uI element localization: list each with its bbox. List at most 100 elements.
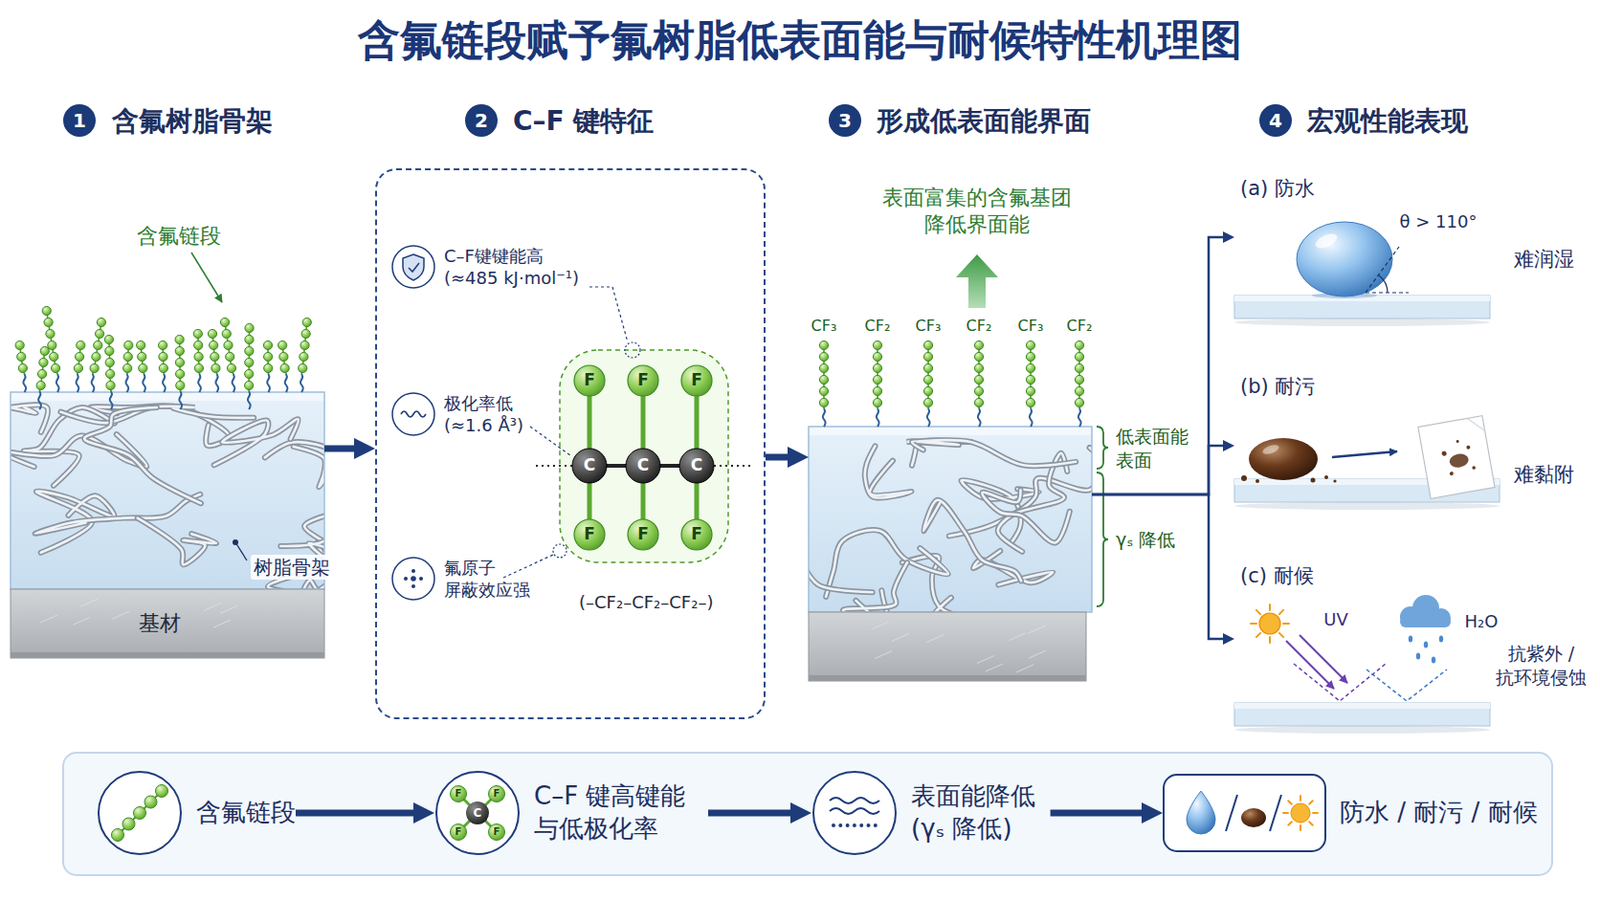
fluorine-atom bbox=[627, 365, 659, 397]
substrate-texture bbox=[1016, 665, 1034, 673]
fluoro-chain bbox=[89, 317, 107, 393]
fluorine-bead bbox=[819, 375, 828, 384]
resin-chain bbox=[981, 489, 1069, 543]
fluorine-atom bbox=[488, 824, 506, 842]
resin-chain-highlight bbox=[265, 442, 325, 488]
fluoro-chain bbox=[15, 340, 27, 393]
sun-ray bbox=[1309, 800, 1313, 805]
repelled-water bbox=[1366, 669, 1447, 702]
sun-icon bbox=[1250, 604, 1289, 644]
energy-wave bbox=[829, 798, 880, 804]
wave-symbol bbox=[400, 411, 426, 418]
surface-plate bbox=[1234, 703, 1490, 727]
dirt-speck bbox=[1311, 478, 1316, 484]
chain-backbone bbox=[117, 791, 162, 836]
fluorine-bead bbox=[93, 340, 103, 350]
shield-dot bbox=[403, 577, 408, 581]
fluorine-bead bbox=[39, 357, 48, 367]
diagram-title: 含氟链段赋予氟树脂低表面能与耐候特性机理图 bbox=[0, 15, 1600, 67]
substrate bbox=[808, 612, 1087, 682]
surface-dot bbox=[838, 823, 843, 828]
fluorine-bead bbox=[1074, 352, 1084, 361]
fluorine-bead bbox=[175, 334, 184, 344]
panel-heading: (b) 耐污 bbox=[1240, 374, 1315, 400]
bond-feature-box: C–F键键能高 (≈485 kJ·mol⁻¹)极化率低 (≈1.6 Å³)氟原子… bbox=[375, 168, 766, 720]
fluoro-chain bbox=[974, 340, 983, 427]
fluorine-bead bbox=[225, 352, 235, 361]
fluorine-bead bbox=[96, 317, 106, 327]
substrate-texture bbox=[40, 615, 58, 623]
bracket bbox=[1096, 426, 1109, 469]
bracket bbox=[1096, 472, 1109, 607]
fluorine-bead bbox=[923, 340, 933, 350]
atom-symbol: F bbox=[583, 524, 596, 545]
fluorine-bead bbox=[974, 340, 983, 350]
water-drop bbox=[1186, 791, 1216, 835]
atom-symbol: F bbox=[583, 370, 596, 391]
resin-chain-highlight bbox=[911, 440, 1076, 467]
resin-chain-highlight bbox=[214, 419, 299, 466]
tissue-sheet bbox=[1418, 416, 1495, 500]
fluorine-bead bbox=[301, 329, 311, 338]
feature-icon bbox=[392, 393, 435, 436]
fluorine-bead bbox=[175, 346, 184, 356]
leader-line bbox=[530, 426, 571, 456]
check-symbol bbox=[408, 263, 420, 272]
fluorine-bead bbox=[45, 329, 55, 338]
section-badge bbox=[465, 104, 498, 137]
substrate-texture bbox=[213, 620, 231, 628]
resin-chain-highlight bbox=[865, 445, 912, 498]
fluorine-bead bbox=[193, 329, 202, 338]
substrate-texture bbox=[80, 599, 98, 607]
sun-disc bbox=[1259, 613, 1281, 635]
group-formula: CF₂ bbox=[865, 316, 891, 336]
fluorine-bead bbox=[923, 363, 933, 373]
fluorine-bead bbox=[1025, 352, 1035, 361]
fluorine-atom bbox=[681, 365, 712, 397]
atom-symbol: F bbox=[637, 524, 649, 545]
coating-block: 树脂骨架 bbox=[10, 392, 325, 590]
stain-speck bbox=[1455, 440, 1459, 444]
fluorine-bead bbox=[176, 380, 185, 390]
fluorine-bead bbox=[244, 323, 254, 333]
sun-ray bbox=[1256, 633, 1261, 638]
section-heading: C–F 键特征 bbox=[512, 104, 654, 138]
fluorine-bead bbox=[211, 363, 221, 373]
group-formula: CF₃ bbox=[915, 316, 942, 336]
sun-ray bbox=[1279, 633, 1284, 638]
atom-symbol: C bbox=[637, 455, 649, 476]
tissue-fold bbox=[1466, 416, 1486, 435]
fluorine-bead bbox=[194, 352, 203, 361]
separator bbox=[1225, 795, 1238, 832]
fluorine-bead bbox=[220, 317, 229, 327]
feature-text: C–F键键能高 (≈485 kJ·mol⁻¹) bbox=[444, 244, 593, 290]
step-icon bbox=[1162, 770, 1327, 857]
sun-ray bbox=[1268, 604, 1271, 611]
atom-symbol: F bbox=[637, 370, 649, 391]
fluorine-bead bbox=[40, 346, 49, 356]
resin-chain-highlight bbox=[843, 562, 908, 613]
property-panel: (b) 耐污难黏附 bbox=[1234, 368, 1594, 527]
stain-speck bbox=[1449, 471, 1455, 477]
fluorine-bead bbox=[1074, 340, 1084, 350]
fluorine-bead bbox=[872, 340, 882, 350]
substrate-texture bbox=[977, 656, 995, 665]
part-label: 树脂骨架 bbox=[250, 555, 334, 580]
section-heading: 形成低表面能界面 bbox=[876, 104, 1091, 138]
linker-segment bbox=[927, 408, 931, 427]
angle-label: θ > 110° bbox=[1400, 211, 1478, 234]
sun-ray bbox=[1309, 822, 1313, 826]
water-label: H₂O bbox=[1465, 611, 1499, 634]
flow-step: 表面能降低 (γₛ 降低) bbox=[811, 770, 1051, 857]
fluorine-bead bbox=[280, 363, 289, 373]
flow-arrow bbox=[1050, 810, 1152, 818]
fluoro-chain bbox=[298, 317, 312, 393]
substrate-texture bbox=[1008, 633, 1026, 642]
substrate-edge bbox=[10, 652, 325, 659]
fluorine-bead bbox=[300, 340, 310, 350]
resin-chain-highlight bbox=[825, 530, 949, 598]
fluorine-bead bbox=[872, 398, 882, 407]
carbon-atom bbox=[625, 448, 661, 484]
shield-dot bbox=[411, 584, 416, 589]
energy-wave bbox=[829, 808, 880, 815]
